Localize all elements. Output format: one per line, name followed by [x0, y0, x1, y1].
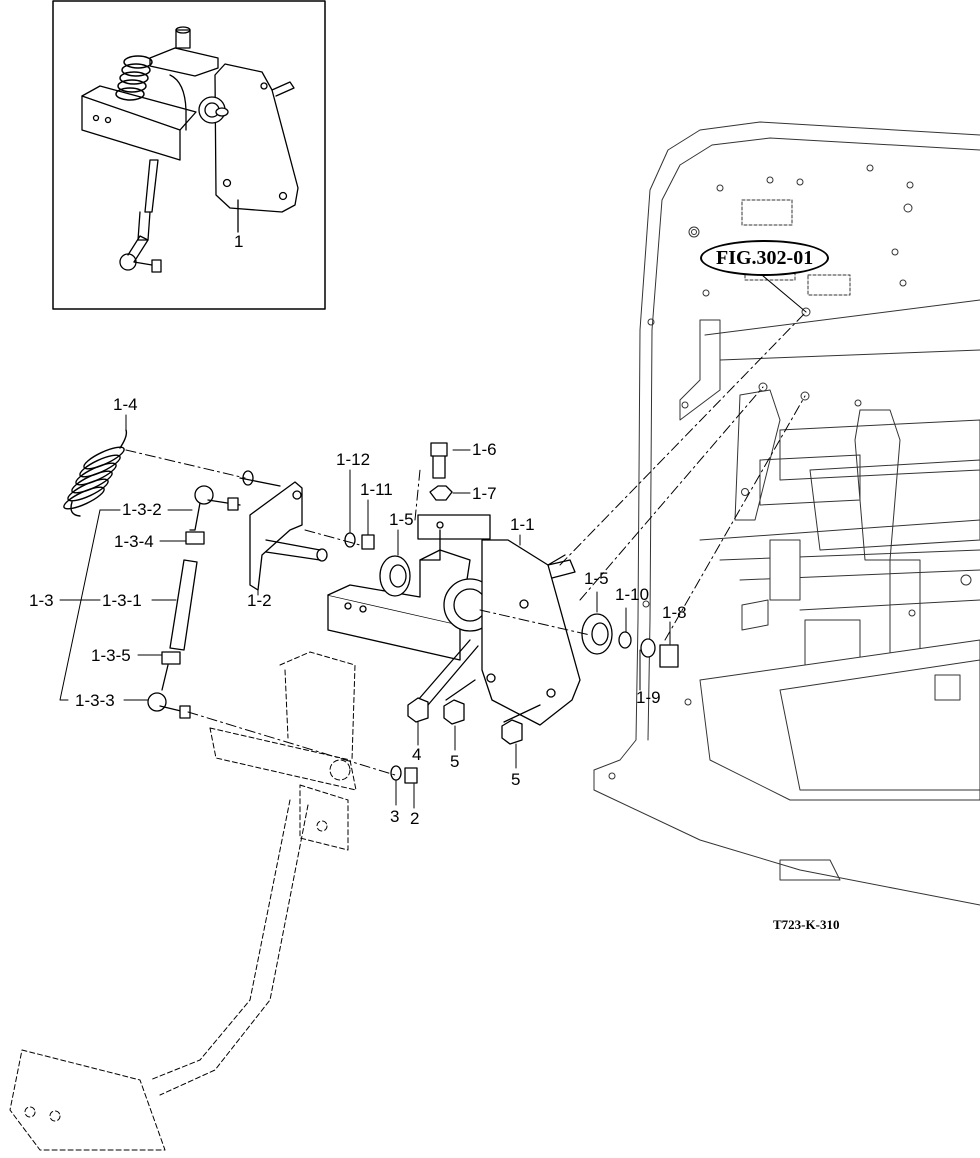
part-label-1-11: 1-11: [360, 480, 393, 499]
part-label-1-8: 1-8: [662, 603, 687, 622]
part-label-1-3-3: 1-3-3: [75, 691, 115, 710]
part-label-1-12: 1-12: [336, 450, 371, 469]
inset-frame: [52, 0, 326, 310]
part-label-1-3-5: 1-3-5: [91, 646, 131, 665]
part-label-1-5-right: 1-5: [584, 569, 609, 588]
part-label-1-2: 1-2: [247, 591, 272, 610]
part-label-2: 2: [410, 809, 420, 828]
part-label-5-right: 5: [511, 770, 521, 789]
spring-part: [63, 429, 128, 517]
part-label-5-left: 5: [450, 752, 460, 771]
part-label-4: 4: [412, 745, 422, 764]
part-label-1-7: 1-7: [472, 484, 497, 503]
drawing-code: T723-K-310: [773, 917, 840, 932]
part-label-1-3-2: 1-3-2: [122, 500, 162, 519]
leader-lines: [59, 269, 807, 809]
bracket-part: [239, 470, 328, 591]
bearing-right: [581, 613, 613, 655]
bolts: [407, 442, 566, 745]
part-label-1-3-1: 1-3-1: [102, 591, 142, 610]
pedal-phantom: [9, 651, 357, 1151]
part-label-1-6: 1-6: [472, 440, 497, 459]
part-label-1-9: 1-9: [636, 688, 661, 707]
rod-assembly: [147, 485, 241, 719]
part-label-1-4: 1-4: [113, 395, 138, 414]
bearing-left: [379, 555, 411, 597]
part-label-3: 3: [390, 807, 400, 826]
figure-reference[interactable]: FIG.302-01: [700, 240, 830, 276]
inset-assembly: [81, 26, 299, 273]
part-label-1-3-4: 1-3-4: [114, 532, 154, 551]
part-label-1-10: 1-10: [615, 585, 650, 604]
washers: [344, 532, 679, 784]
part-label-1-3: 1-3: [29, 591, 54, 610]
main-bracket: [327, 514, 581, 726]
centerlines: [125, 311, 807, 776]
tractor-frame: [593, 121, 980, 906]
inset-part-label: 1: [234, 232, 244, 251]
part-label-1-1: 1-1: [510, 515, 535, 534]
part-label-1-5-left: 1-5: [389, 510, 414, 529]
